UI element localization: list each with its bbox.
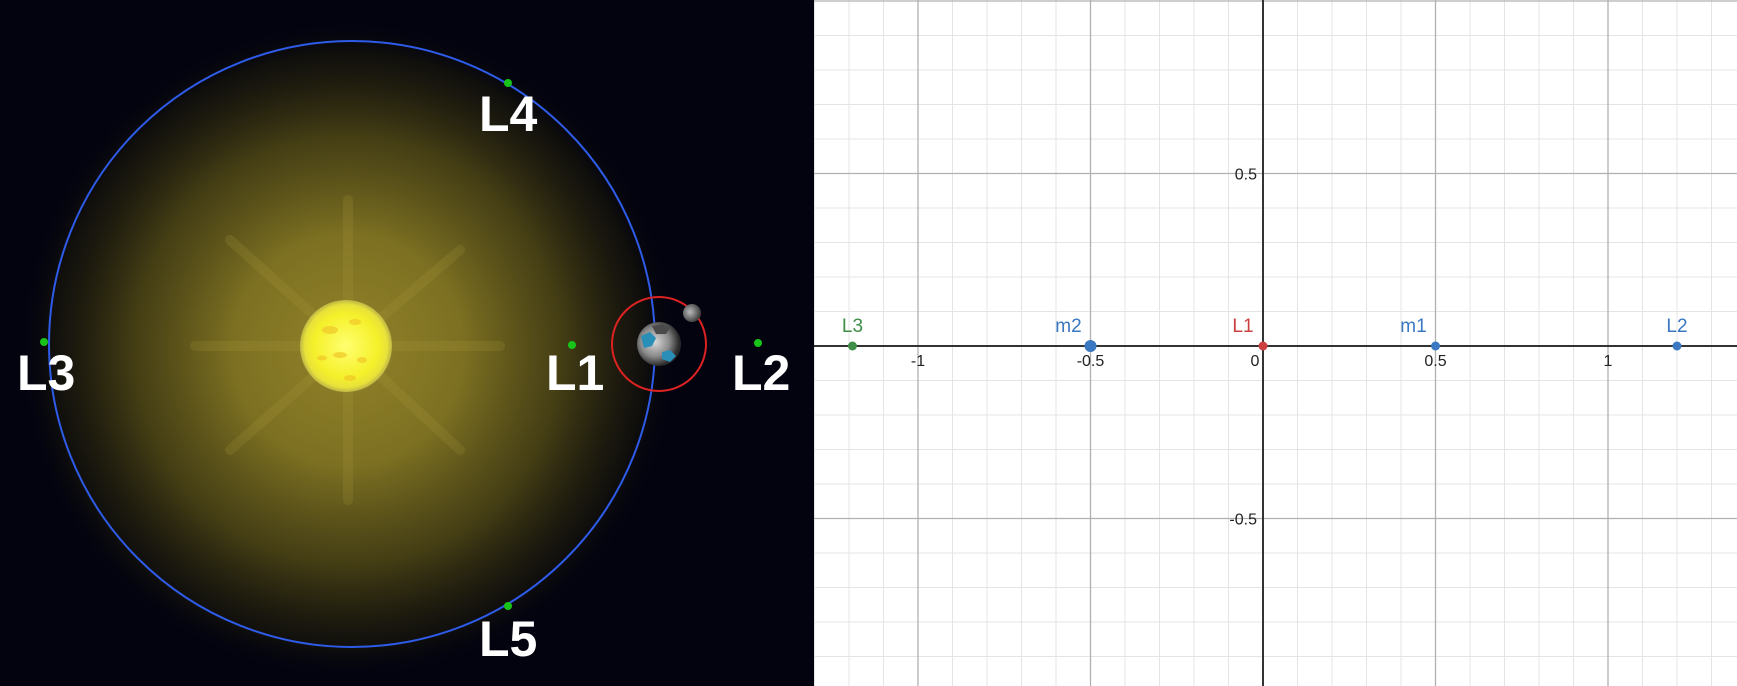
y-tick-label: 0.5 — [1235, 167, 1257, 184]
l4-label: L4 — [479, 86, 538, 142]
sun — [300, 300, 392, 392]
major-grid — [814, 0, 1737, 686]
x-tick-label: 1 — [1604, 353, 1613, 370]
x-tick-label: 0 — [1251, 353, 1260, 370]
l4-marker — [504, 79, 512, 87]
point-m2 — [1084, 340, 1097, 352]
y-tick-label: -0.5 — [1229, 512, 1257, 529]
coordinate-graph[interactable]: -1 -0.5 0 0.5 1 0.5 -0.5 L3 m2 L1 m1 L2 — [814, 0, 1737, 686]
point-l1 — [1258, 341, 1268, 351]
plotted-points: L3 m2 L1 m1 L2 — [842, 316, 1688, 352]
l5-label: L5 — [479, 611, 537, 667]
l2-marker — [754, 339, 762, 347]
earth-surface — [641, 324, 676, 362]
lagrange-markers — [40, 79, 762, 610]
l5-marker — [504, 602, 512, 610]
point-label-m2: m2 — [1055, 316, 1081, 337]
sun-texture — [317, 319, 367, 381]
point-label-l2: L2 — [1666, 316, 1687, 337]
l3-label: L3 — [17, 345, 75, 401]
point-label-m1: m1 — [1400, 316, 1426, 337]
l1-marker — [568, 341, 576, 349]
lagrange-points-illustration: L4 L3 L1 L2 L5 — [0, 0, 814, 686]
orbit-diagram: L4 L3 L1 L2 L5 — [17, 20, 790, 680]
graph-canvas[interactable]: -1 -0.5 0 0.5 1 0.5 -0.5 L3 m2 L1 m1 L2 — [814, 0, 1737, 686]
moon-orbit — [611, 296, 707, 392]
point-l3 — [847, 341, 857, 351]
x-tick-label: -0.5 — [1077, 353, 1105, 370]
l1-label: L1 — [546, 345, 604, 401]
point-label-l3: L3 — [842, 316, 863, 337]
point-label-l1: L1 — [1232, 316, 1253, 337]
minor-grid — [814, 0, 1737, 686]
x-tick-label: -1 — [911, 353, 925, 370]
moon — [683, 304, 701, 322]
l2-label: L2 — [732, 345, 790, 401]
tick-labels: -1 -0.5 0 0.5 1 0.5 -0.5 — [911, 167, 1613, 529]
l3-marker — [40, 338, 48, 346]
point-m1 — [1431, 341, 1440, 351]
point-l2 — [1672, 341, 1682, 351]
x-tick-label: 0.5 — [1424, 353, 1446, 370]
